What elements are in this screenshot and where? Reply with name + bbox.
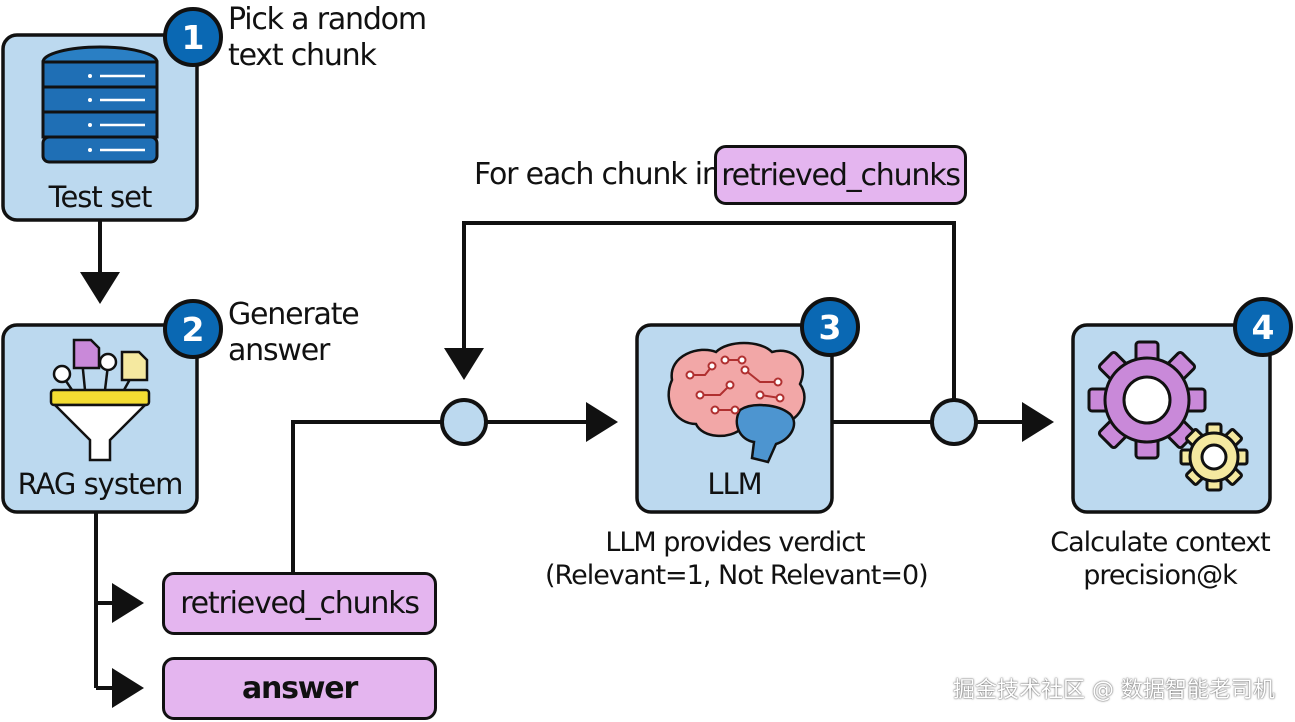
retrieved-to-node	[291, 420, 443, 572]
step-1-text: Pick a random text chunk	[228, 2, 427, 74]
step-2-text-line1: Generate	[228, 297, 360, 332]
step-2-text-line2: answer	[228, 333, 330, 368]
junction-node-right	[930, 398, 978, 446]
step-4-number: 4	[1251, 307, 1275, 347]
step-3-number: 3	[818, 307, 842, 347]
brain-icon	[667, 341, 806, 464]
step-4-badge	[1233, 297, 1293, 357]
answer-pill: answer	[162, 657, 437, 720]
rag-system-label: RAG system	[17, 467, 184, 501]
junction-node-left	[440, 398, 488, 446]
loop-back-connector	[444, 221, 956, 400]
llm-caption: LLM provides verdict (Relevant=1, Not Re…	[545, 526, 929, 592]
step-2-text: Generate answer	[228, 297, 360, 369]
step-3-badge	[800, 297, 860, 357]
watermark: 掘金技术社区 @ 数据智能老司机	[953, 678, 1275, 703]
step-1-text-line1: Pick a random	[228, 2, 427, 37]
llm-label: LLM	[707, 467, 762, 501]
step-2-number: 2	[181, 309, 205, 349]
funnel-icon	[49, 338, 151, 462]
step-1-number: 1	[181, 17, 205, 57]
retrieved-chunks-pill: retrieved_chunks	[162, 572, 437, 635]
loop-label: For each chunk in	[474, 157, 721, 192]
precision-caption: Calculate context precision@k	[1040, 526, 1280, 592]
database-icon	[41, 45, 159, 164]
llm-caption-line1: LLM provides verdict	[605, 527, 865, 558]
step-2-badge	[163, 299, 223, 359]
gears-icon	[1087, 340, 1249, 492]
precision-caption-line2: precision@k	[1083, 560, 1237, 591]
step-1-text-line2: text chunk	[228, 38, 377, 73]
precision-caption-line1: Calculate context	[1050, 527, 1270, 558]
step-1-badge	[163, 7, 223, 67]
loop-retrieved-chunks-pill: retrieved_chunks	[714, 145, 967, 205]
test-set-label: Test set	[48, 180, 153, 214]
llm-caption-line2: (Relevant=1, Not Relevant=0)	[545, 560, 929, 591]
